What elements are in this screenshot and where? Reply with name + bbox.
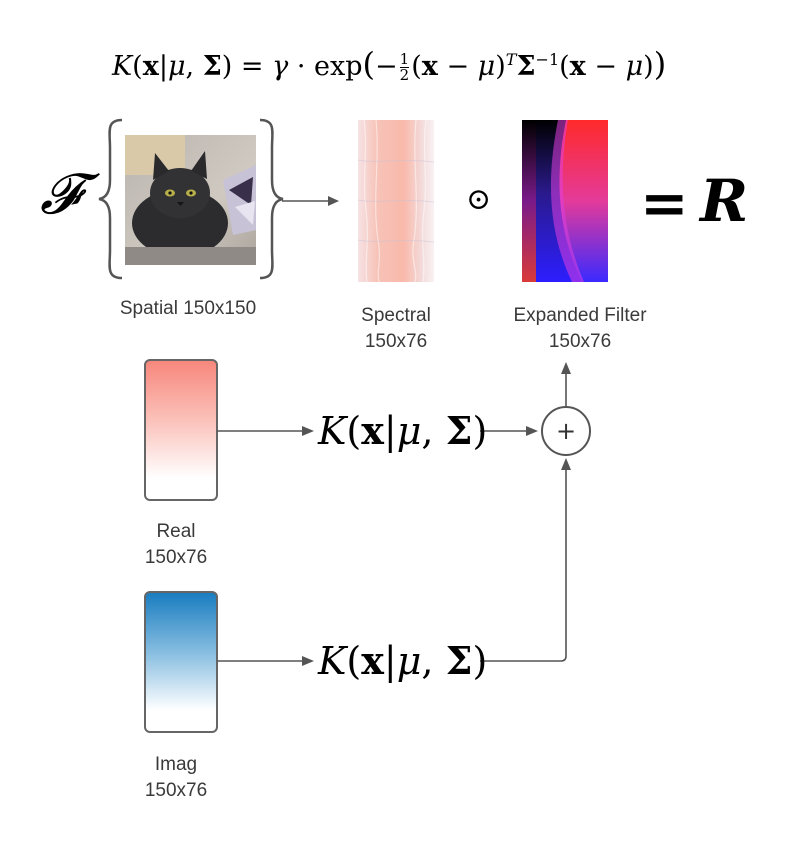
formula-mu: μ	[167, 51, 186, 82]
formula-half-denominator: 2	[399, 66, 410, 84]
real-label-title: Real	[156, 521, 196, 542]
formula-transpose: T	[505, 50, 517, 69]
imag-label-title: Imag	[154, 754, 198, 775]
fourier-transform-symbol: 𝓕	[40, 162, 82, 227]
formula-sigma: Σ	[202, 51, 222, 82]
formula-equals: =	[240, 51, 264, 82]
formula-comma: ,	[185, 51, 195, 82]
imag-label-size: 150x76	[144, 780, 208, 801]
spatial-cat-image	[125, 135, 256, 265]
kernel-label-imag: K(x|μ, Σ)	[318, 638, 488, 683]
formula-bar: |	[158, 51, 168, 82]
formula-half-numerator: 1	[399, 50, 410, 68]
spectral-label-title: Spectral	[361, 305, 431, 326]
formula-inverse: −1	[535, 50, 560, 69]
arrow-spatial-to-spectral	[282, 196, 339, 206]
kernel-label-real: K(x|μ, Σ)	[318, 408, 488, 453]
formula-dot: ·	[296, 51, 306, 82]
result-symbol: R	[700, 167, 749, 235]
elementwise-product-symbol: ⊙	[466, 182, 492, 217]
formula-x: x	[142, 51, 159, 82]
spatial-label: Spatial 150x150	[119, 298, 257, 319]
real-label-size: 150x76	[144, 547, 208, 568]
spectral-label-size: 150x76	[364, 331, 428, 352]
right-brace	[259, 118, 284, 280]
expanded-filter-label-title: Expanded Filter	[513, 305, 647, 326]
real-component-box	[144, 359, 218, 501]
left-brace	[98, 118, 123, 280]
result-equals: =	[640, 169, 689, 237]
sum-node-circle	[541, 406, 591, 456]
formula-K: K	[112, 51, 133, 82]
expanded-filter-image	[522, 120, 608, 282]
imag-component-box	[144, 591, 218, 733]
arrow-kernel2-to-plus	[480, 468, 567, 662]
formula-exp: exp	[314, 51, 363, 82]
formula-gamma: γ	[272, 51, 289, 82]
sum-node-plus: +	[555, 417, 577, 445]
expanded-filter-label-size: 150x76	[548, 331, 612, 352]
spectral-image	[358, 120, 434, 282]
